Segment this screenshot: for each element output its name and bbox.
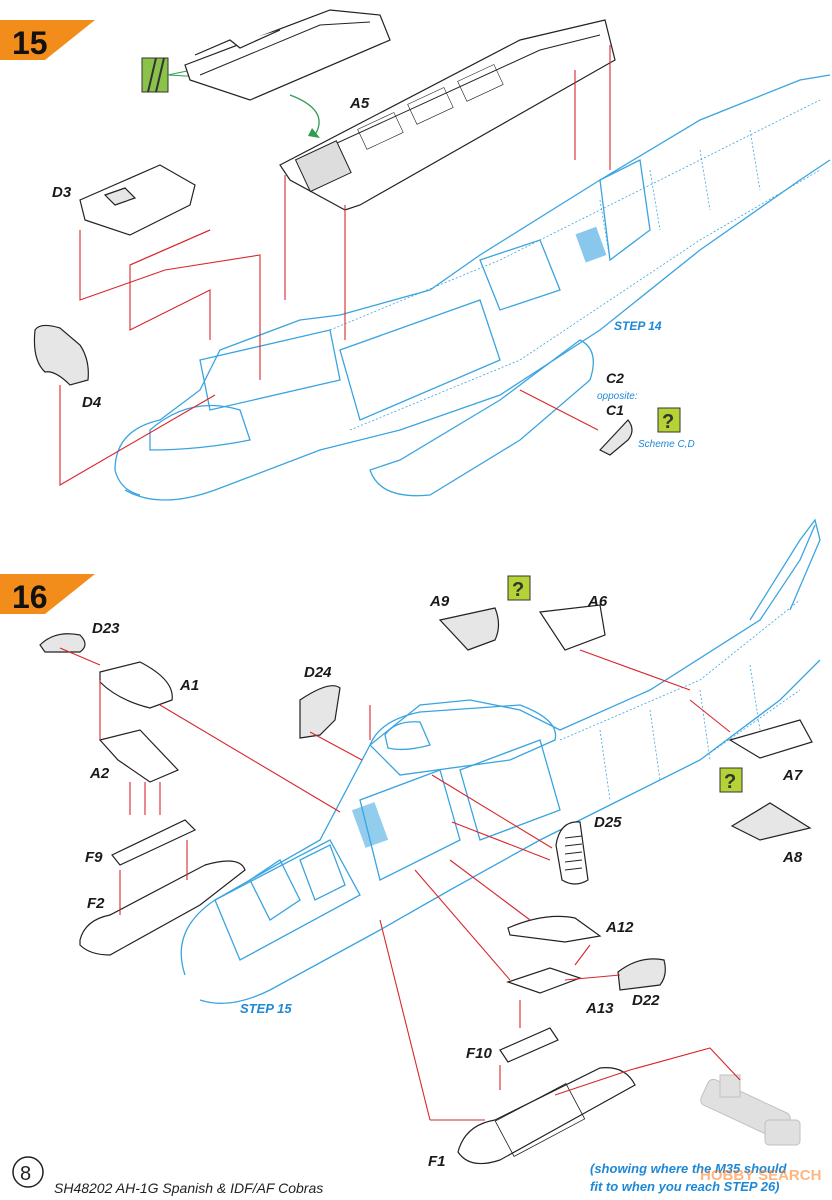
question-mark-icon-a7	[719, 767, 743, 793]
helicopter-fuselage-step16	[180, 518, 821, 1004]
step-15-number: 15	[12, 25, 48, 61]
part-d25-vents	[564, 835, 583, 871]
part-a6	[538, 604, 606, 651]
part-a13	[506, 967, 582, 994]
part-a5	[279, 19, 616, 211]
label-d3: D3	[52, 184, 72, 201]
question-mark-icon-a9	[507, 575, 531, 601]
label-d25: D25	[594, 814, 622, 831]
glue-icon	[141, 57, 256, 93]
label-c1: C1	[606, 402, 624, 418]
m35-gun-ghost	[700, 1074, 801, 1146]
label-d24: D24	[304, 664, 332, 681]
flip-arrow	[289, 94, 320, 136]
part-c1-c2	[599, 419, 633, 456]
part-f1	[457, 1067, 636, 1165]
label-d4: D4	[82, 394, 102, 411]
m35-note-line1: (showing where the M35 should	[590, 1161, 788, 1176]
part-a1	[99, 661, 173, 709]
ref-step-15: STEP 15	[240, 1001, 292, 1016]
label-f1: F1	[428, 1153, 446, 1170]
question-mark-icon	[657, 407, 681, 433]
footer: 8 SH48202 AH-1G Spanish & IDF/AF Cobras	[12, 1156, 323, 1196]
label-a5: A5	[349, 95, 370, 112]
step-16-badge	[0, 574, 95, 614]
label-a1: A1	[179, 677, 199, 694]
label-d22: D22	[632, 992, 660, 1009]
label-a13: A13	[585, 1000, 614, 1017]
label-d23: D23	[92, 620, 120, 637]
label-a8: A8	[782, 849, 803, 866]
part-d4	[33, 324, 89, 386]
footer-title: SH48202 AH-1G Spanish & IDF/AF Cobras	[54, 1180, 323, 1196]
part-d3	[79, 164, 196, 236]
part-f2	[79, 860, 246, 956]
label-f9: F9	[85, 849, 103, 866]
flip-arrow-head	[308, 128, 320, 138]
part-d23	[39, 633, 86, 653]
page-number: 8	[20, 1163, 31, 1185]
label-c2: C2	[606, 370, 624, 386]
part-f1-panel	[494, 1083, 586, 1157]
part-a2	[98, 729, 180, 783]
upper-panel-part	[184, 9, 391, 101]
part-a7	[728, 719, 813, 759]
step-16-number: 16	[12, 579, 48, 615]
question-mark-text-a7: ?	[724, 771, 736, 793]
question-mark-text-a9: ?	[512, 579, 524, 601]
part-a9	[438, 607, 500, 651]
step-16: 16 STEP 15 D23 A1 A2 F	[0, 518, 821, 1194]
part-f10	[499, 1027, 559, 1063]
label-a12: A12	[605, 919, 634, 936]
part-d22	[617, 958, 666, 991]
question-mark-text: ?	[662, 411, 674, 433]
part-d24	[299, 685, 341, 739]
label-a7: A7	[782, 767, 803, 784]
step15-leader-lines	[59, 45, 611, 486]
label-f2: F2	[87, 895, 105, 912]
part-a8	[730, 802, 812, 841]
watermark: HOBBY SEARCH	[700, 1167, 821, 1184]
part-a12	[507, 915, 602, 943]
label-a9: A9	[429, 593, 450, 610]
label-f10: F10	[466, 1045, 493, 1062]
step-15-badge	[0, 20, 95, 60]
ref-step-14: STEP 14	[614, 319, 662, 333]
helicopter-fuselage-step15	[114, 74, 831, 501]
step-15: 15 A5	[0, 9, 831, 501]
part-f9	[111, 819, 197, 866]
label-a2: A2	[89, 765, 110, 782]
m35-note-line2: fit to when you reach STEP 26)	[590, 1179, 780, 1194]
page-number-circle	[12, 1156, 44, 1188]
label-c2-opposite: opposite:	[597, 391, 638, 402]
label-a6: A6	[587, 593, 608, 610]
step16-leader-lines	[59, 647, 741, 1121]
scheme-note: Scheme C,D	[638, 439, 695, 450]
